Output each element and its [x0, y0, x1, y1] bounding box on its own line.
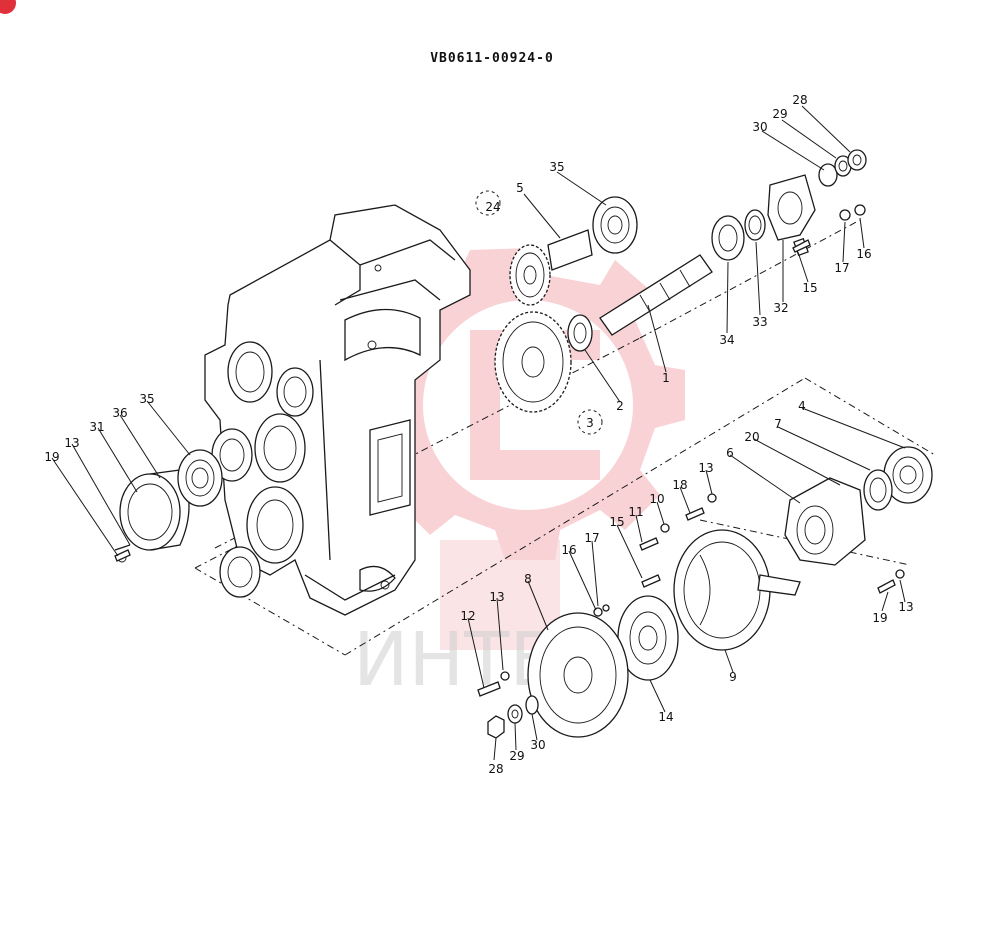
gear-3	[494, 311, 572, 413]
label-20: 20	[744, 430, 759, 444]
label-10: 10	[649, 492, 664, 506]
label-9: 9	[729, 670, 737, 684]
seal-7	[863, 469, 893, 511]
corner-badge	[0, 0, 16, 14]
label-6: 6	[726, 446, 734, 460]
gear-24	[509, 244, 551, 306]
label-15-mid: 15	[609, 515, 624, 529]
label-29-top: 29	[772, 107, 787, 121]
label-24: 24	[485, 200, 500, 214]
label-1: 1	[662, 371, 670, 385]
bearing-housing-6	[784, 477, 866, 566]
label-13-left: 13	[64, 436, 79, 450]
part-labels: 28 29 30 35 5 24 16 17 15 32 33 34 1 2 3…	[44, 93, 913, 776]
label-12: 12	[460, 609, 475, 623]
brake-shoe-assembly-9	[673, 529, 801, 651]
label-16-mid: 16	[561, 543, 576, 557]
label-29-bottom: 29	[509, 749, 524, 763]
label-33: 33	[752, 315, 767, 329]
leader-lines	[51, 105, 906, 761]
label-19-right: 19	[872, 611, 887, 625]
label-17-mid: 17	[584, 531, 599, 545]
spacer-and-bearing-top	[547, 196, 638, 271]
label-8: 8	[524, 572, 532, 586]
label-14: 14	[658, 710, 673, 724]
label-4: 4	[798, 399, 806, 413]
label-36: 36	[112, 406, 127, 420]
label-31: 31	[89, 420, 104, 434]
label-17-top: 17	[834, 261, 849, 275]
label-13-bottom: 13	[489, 590, 504, 604]
label-30-bottom: 30	[530, 738, 545, 752]
label-5: 5	[516, 181, 524, 195]
label-19-left: 19	[44, 450, 59, 464]
label-3: 3	[586, 416, 594, 430]
label-28-top: 28	[792, 93, 807, 107]
diagram-title: VB0611-00924-0	[430, 51, 554, 66]
transmission-housing	[204, 204, 471, 616]
label-34: 34	[719, 333, 734, 347]
bottom-fasteners	[477, 671, 539, 739]
callout-circles	[475, 190, 603, 435]
label-32: 32	[773, 301, 788, 315]
label-13-right: 13	[898, 600, 913, 614]
label-35-left: 35	[139, 392, 154, 406]
label-16-top: 16	[856, 247, 871, 261]
misc-bolts	[114, 239, 905, 617]
label-18: 18	[672, 478, 687, 492]
label-11: 11	[628, 505, 643, 519]
label-30-top: 30	[752, 120, 767, 134]
label-7: 7	[774, 417, 782, 431]
nut-washer-top	[818, 149, 867, 221]
label-35-top: 35	[549, 160, 564, 174]
seal-33	[744, 209, 766, 241]
label-2: 2	[616, 399, 624, 413]
label-13-right-top: 13	[698, 461, 713, 475]
shaft-1	[599, 254, 713, 336]
label-15-top: 15	[802, 281, 817, 295]
bearing-34	[711, 215, 745, 261]
bearing-2	[567, 314, 593, 352]
label-28-bottom: 28	[488, 762, 503, 776]
brake-drum-8	[527, 612, 629, 738]
rear-cover-assembly	[114, 449, 223, 563]
